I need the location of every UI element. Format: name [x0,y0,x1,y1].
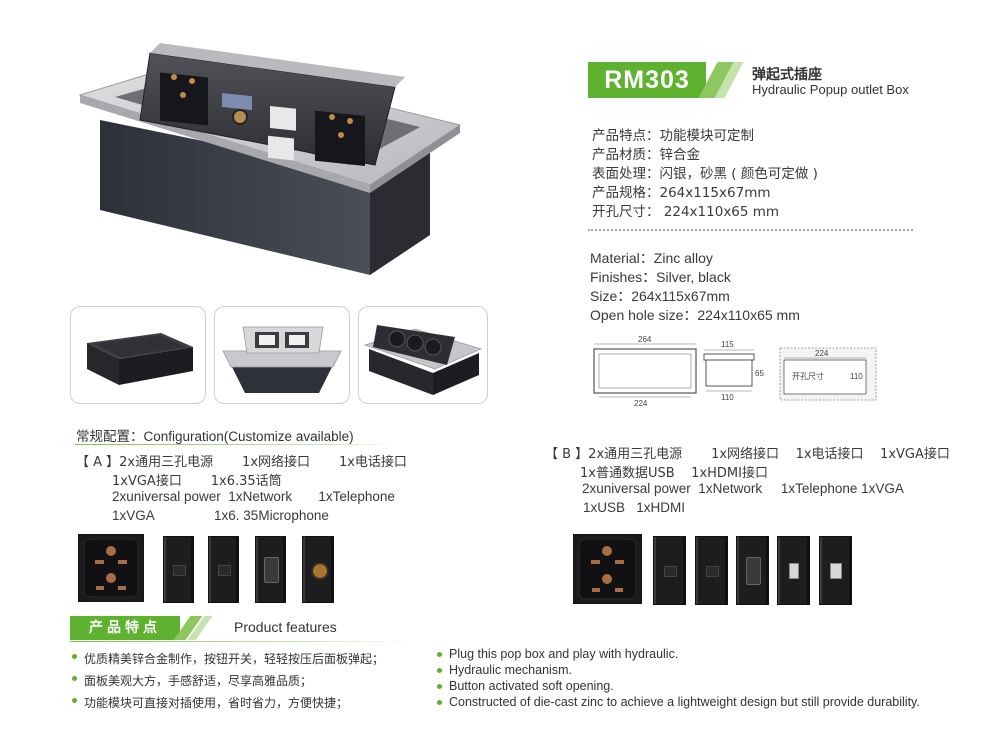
feature-item: Button activated soft opening. [437,678,920,694]
spec-list-en: Material：Zinc alloy Finishes：Silver, bla… [590,249,800,325]
module-telephone [695,536,728,605]
configuration-title-zh: 常规配置： [76,429,144,445]
vga-port-icon [264,557,279,583]
dim-label: 65 [755,369,764,378]
spec-item: 产品规格：264x115x67mm [592,185,771,201]
config-b-line1: 【 B 】2x通用三孔电源 1x网络接口 1x电话接口 1xVGA接口 [545,447,950,462]
config-a-line1: 【 A 】2x通用三孔电源 1x网络接口 1x电话接口 [76,455,407,470]
module-network [163,536,194,603]
thumbnail-silver-open [214,306,350,404]
dim-label: 224 [634,399,648,408]
dimension-top-view: 264 224 [593,335,697,408]
power-socket-icon [572,533,643,605]
spec-item: 产品特点：功能模块可定制 [592,128,754,144]
dim-label: 115 [721,340,734,349]
feature-item: Constructed of die-cast zinc to achieve … [437,694,920,710]
module-microphone [302,536,334,603]
model-badge: RM303 [588,62,706,98]
features-list-zh: 优质精美锌合金制作，按钮开关，轻轻按压后面板弹起； 面板美观大方，手感舒适，尽享… [72,648,384,714]
module-vga [255,536,286,603]
vga-port-icon [746,557,761,585]
dim-label: 开孔尺寸 [792,371,824,381]
config-b-line4: 1xUSB 1xHDMI [583,500,686,515]
config-a-line3-wrap: 2xuniversal power 1xNetwork 1xTelephone [112,489,395,505]
features-list-en: Plug this pop box and play with hydrauli… [437,646,920,710]
feature-item: 功能模块可直接对插使用，省时省力，方便快捷； [72,692,384,714]
configuration-title: 常规配置：Configuration(Customize available) [76,425,354,445]
silver-open-box-image [222,326,342,393]
dim-label: 110 [850,372,863,381]
dimension-cutout: 224 开孔尺寸 110 [779,347,877,401]
spec-item: 开孔尺寸： 224x110x65 mm [592,204,780,220]
spec-item: 产品材质：锌合金 [592,147,700,163]
module-network [653,536,686,605]
features-underline [70,641,415,642]
features-title-en: Product features [234,619,337,635]
spec-item: 表面处理：闪银，砂黑 ( 颜色可定做 ) [592,166,818,182]
product-title-zh: 弹起式插座 [752,67,822,83]
dim-label: 264 [638,335,652,344]
dim-label: 224 [815,349,829,358]
spec-item: Size：264x115x67mm [590,288,730,304]
rj45-icon [664,566,677,577]
config-a-line4: 1xVGA 1x6. 35Microphone [112,508,329,523]
config-b-line4-wrap: 1xUSB 1xHDMI [583,500,685,516]
schuko-box-image [363,325,483,395]
config-a-line2: 1xVGA接口 1x6.35话筒 [112,474,282,489]
hdmi-port-icon [830,563,842,579]
rj11-icon [218,565,231,576]
feature-item: 面板美观大方，手感舒适，尽享高雅品质； [72,670,384,692]
config-b-line3: 2xuniversal power 1xNetwork 1xTelephone … [582,481,904,496]
product-main-image [78,43,462,275]
config-b-line3-wrap: 2xuniversal power 1xNetwork 1xTelephone … [582,481,904,497]
module-usb [777,536,810,605]
microphone-jack-icon [311,562,329,580]
closed-box-image [87,333,193,385]
dotted-divider [588,229,913,231]
module-telephone [208,536,239,603]
spec-item: Finishes：Silver, black [590,269,731,285]
module-power-socket [77,533,145,603]
module-power-socket [572,533,643,605]
config-a-line3: 2xuniversal power 1xNetwork 1xTelephone [112,489,395,504]
spec-item: Open hole size：224x110x65 mm [590,307,800,323]
usb-port-icon [789,563,799,579]
dimension-side-view: 115 65 110 [703,340,764,402]
thumbnail-closed [70,306,206,404]
dim-label: 110 [721,393,734,402]
feature-item: Hydraulic mechanism. [437,662,920,678]
product-title-en: Hydraulic Popup outlet Box [752,82,909,97]
feature-item: Plug this pop box and play with hydrauli… [437,646,920,662]
dimension-drawings: 264 224 115 65 110 224 开孔尺寸 110 [593,335,877,408]
power-socket-icon [77,533,145,603]
spec-item: Material：Zinc alloy [590,250,713,266]
rj45-icon [173,565,186,576]
spec-list-zh: 产品特点：功能模块可定制 产品材质：锌合金 表面处理：闪银，砂黑 ( 颜色可定做… [592,127,818,222]
thumbnail-schuko [358,306,488,404]
features-badge: 产品特点 [70,616,180,640]
rj11-icon [706,566,719,577]
configuration-underline [75,444,395,445]
feature-item: 优质精美锌合金制作，按钮开关，轻轻按压后面板弹起； [72,648,384,670]
config-a-line4-wrap: 1xVGA 1x6. 35Microphone [112,508,329,524]
configuration-title-en: Configuration(Customize available) [143,429,354,444]
module-hdmi [819,536,852,605]
module-vga [736,536,769,605]
config-b-line2: 1x普通数据USB 1xHDMI接口 [580,466,768,481]
